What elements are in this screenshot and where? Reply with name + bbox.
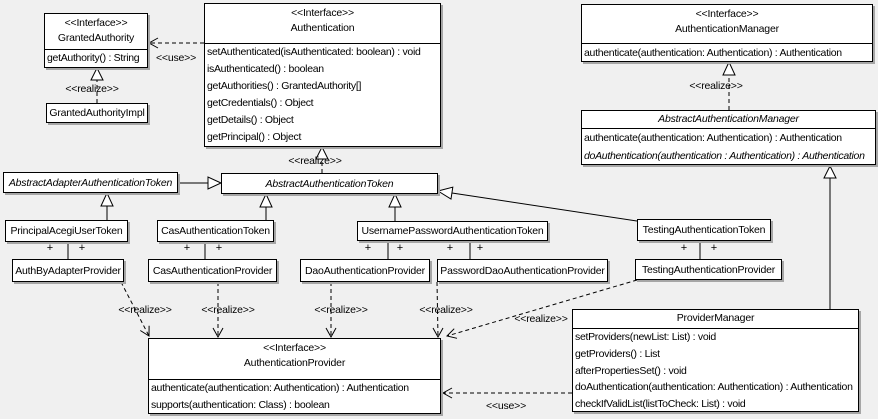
class-name: AuthenticationManager (675, 23, 779, 35)
realize-label: <<realize>> (118, 304, 172, 316)
class-name: PrincipalAcegiUserToken (10, 225, 123, 237)
class-method: getCredentials() : Object (207, 97, 314, 110)
class-method: afterPropertiesSet() : void (575, 364, 687, 377)
class-method: supports(authentication: Class) : boolea… (151, 399, 330, 411)
class-auth-by-adapter-provider: AuthByAdapterProvider (12, 259, 124, 282)
class-name: DaoAuthenticationProvider (305, 264, 425, 277)
class-cas-authentication-token: CasAuthenticationToken (157, 220, 274, 242)
class-method: authenticate(authentication: Authenticat… (151, 382, 409, 394)
association-end-plus: + (215, 242, 223, 254)
class-abstract-authentication-token: AbstractAuthenticationToken (221, 173, 438, 194)
class-name: AuthByAdapterProvider (15, 264, 121, 277)
association-end-plus: + (46, 242, 54, 254)
use-label: <<use>> (155, 52, 197, 64)
compartment-divider (582, 128, 875, 129)
association-end-plus: + (183, 242, 191, 254)
interface-stereotype: <<Interface>> (64, 17, 128, 29)
association-end-plus: + (78, 242, 86, 254)
generalization-casauthenticationtoken (259, 192, 273, 220)
class-method: checkIfValidList(listToCheck: List) : vo… (575, 398, 746, 411)
class-granted-authority: <<Interface>> GrantedAuthority getAuthor… (44, 13, 148, 68)
class-name: GrantedAuthorityImpl (49, 107, 145, 119)
realize-label: <<realize>> (689, 80, 743, 92)
class-name: GrantedAuthority (57, 32, 135, 44)
compartment-divider (149, 379, 440, 380)
class-method: setAuthenticated(isAuthenticated: boolea… (207, 46, 421, 58)
class-method: authenticate(authentication: Authenticat… (584, 47, 842, 59)
interface-stereotype: <<Interface>> (263, 342, 326, 354)
class-cas-authentication-provider: CasAuthenticationProvider (148, 259, 277, 282)
class-name: UsernamePasswordAuthenticationToken (361, 225, 544, 237)
compartment-divider (582, 43, 872, 44)
generalization-providermanager-to-abstractmanager (823, 164, 837, 309)
use-arrow-authentication-grantedauthority (147, 37, 204, 49)
class-name: TestingAuthenticationProvider (641, 263, 776, 276)
interface-stereotype: <<Interface>> (695, 8, 759, 20)
realize-label: <<realize>> (65, 83, 119, 95)
class-name: AbstractAuthenticationToken (265, 177, 394, 190)
class-method: getDetails() : Object (207, 114, 294, 127)
class-method: getAuthorities() : GrantedAuthority[] (207, 80, 362, 93)
generalization-principalacegiusertoken (100, 191, 114, 220)
generalization-testingauthenticationtoken (436, 186, 638, 222)
class-name: CasAuthenticationProvider (152, 264, 273, 277)
class-abstract-adapter-authentication-token: AbstractAdapterAuthenticationToken (3, 172, 178, 193)
class-method: authenticate(authentication: Authenticat… (584, 132, 842, 144)
class-testing-authentication-provider: TestingAuthenticationProvider (635, 259, 782, 280)
class-name: AuthenticationProvider (243, 357, 346, 369)
association-end-plus: + (446, 242, 454, 254)
generalization-abstractadapter-to-abstracttoken (178, 176, 223, 190)
use-arrow-providermanager-authenticationprovider (441, 387, 572, 399)
association-end-plus: + (710, 242, 718, 254)
class-name: ProviderManager (676, 312, 755, 324)
class-authentication: <<Interface>> Authentication setAuthenti… (204, 3, 441, 147)
class-principal-acegi-user-token: PrincipalAcegiUserToken (5, 220, 128, 242)
class-password-dao-authentication-provider: PasswordDaoAuthenticationProvider (437, 259, 608, 282)
class-granted-authority-impl: GrantedAuthorityImpl (46, 103, 148, 123)
class-dao-authentication-provider: DaoAuthenticationProvider (300, 259, 430, 282)
class-username-password-authentication-token: UsernamePasswordAuthenticationToken (357, 221, 548, 241)
realize-label: <<realize>> (314, 304, 368, 316)
class-method: doAuthentication(authentication : Authen… (584, 150, 865, 162)
class-testing-authentication-token: TestingAuthenticationToken (637, 219, 771, 241)
compartment-divider (573, 328, 858, 329)
association-end-plus: + (476, 242, 484, 254)
use-label: <<use>> (485, 400, 527, 412)
class-authentication-provider: <<Interface>> AuthenticationProvider aut… (148, 338, 441, 414)
class-method: isAuthenticated() : boolean (207, 63, 324, 76)
interface-stereotype: <<Interface>> (291, 7, 354, 19)
class-method: setProviders(newList: List) : void (575, 331, 716, 343)
association-end-plus: + (364, 242, 372, 254)
association-end-plus: + (680, 242, 688, 254)
class-name: CasAuthenticationToken (161, 225, 270, 237)
class-name: PasswordDaoAuthenticationProvider (440, 264, 605, 277)
class-provider-manager: ProviderManager setProviders(newList: Li… (572, 309, 859, 412)
realize-label: <<realize>> (201, 304, 255, 316)
compartment-divider (205, 43, 440, 44)
class-authentication-manager: <<Interface>> AuthenticationManager auth… (581, 4, 873, 62)
class-method: getProviders() : List (575, 347, 660, 360)
association-end-plus: + (396, 242, 404, 254)
class-abstract-authentication-manager: AbstractAuthenticationManager authentica… (581, 110, 876, 165)
class-name: Authentication (290, 22, 355, 34)
realize-label: <<realize>> (419, 304, 473, 316)
generalization-usernamepasswordtoken (388, 192, 402, 221)
class-name: AbstractAdapterAuthenticationToken (8, 176, 173, 189)
realize-label: <<realize>> (288, 155, 342, 167)
class-name: AbstractAuthenticationManager (658, 113, 799, 125)
class-method: doAuthentication(authentication: Authent… (575, 381, 853, 394)
class-name: TestingAuthenticationToken (642, 224, 766, 236)
class-method: getAuthority() : String (47, 52, 140, 64)
class-method: getPrincipal() : Object (207, 131, 302, 144)
realize-label: <<realize>> (514, 313, 568, 325)
compartment-divider (45, 49, 147, 50)
